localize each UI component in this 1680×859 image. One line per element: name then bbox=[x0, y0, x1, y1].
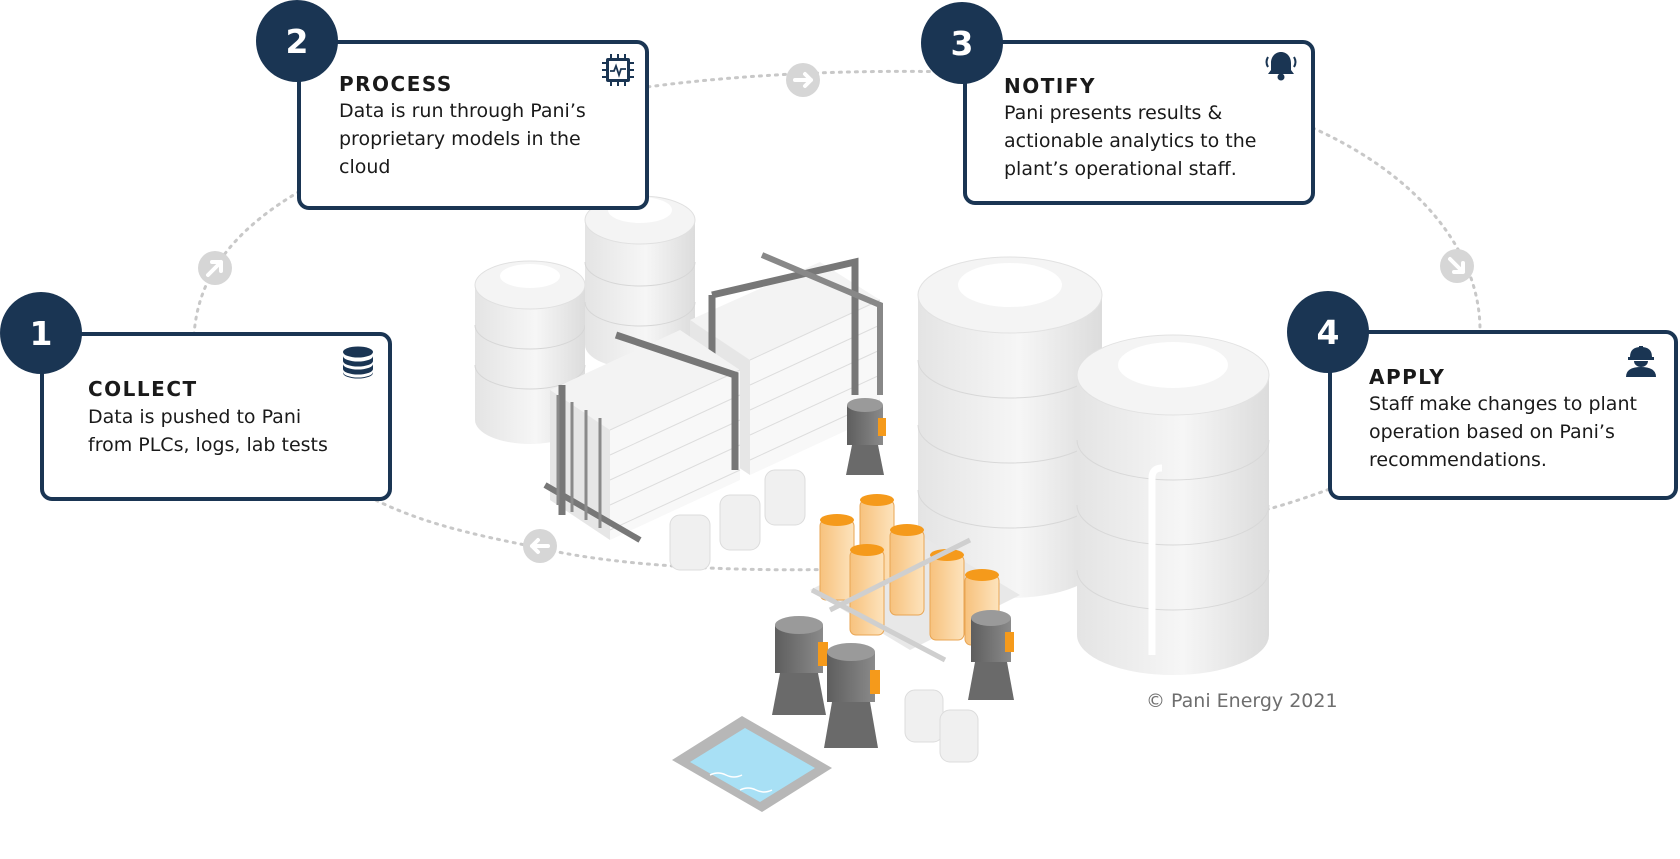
step-description-notify: Pani presents results & actionable analy… bbox=[1004, 99, 1256, 183]
processor-chip-icon bbox=[602, 54, 634, 86]
storage-tank-large bbox=[917, 256, 1103, 598]
step-number-badge: 2 bbox=[256, 0, 338, 82]
description-line: proprietary models in the bbox=[339, 128, 581, 150]
pump-middle bbox=[824, 643, 880, 748]
dosing-tanks bbox=[669, 469, 979, 763]
description-line: from PLCs, logs, lab tests bbox=[88, 434, 328, 456]
step-title-apply: APPLY bbox=[1369, 365, 1446, 389]
copyright-notice: © Pani Energy 2021 bbox=[1146, 690, 1338, 712]
storage-tank-largest bbox=[1076, 334, 1270, 675]
description-line: cloud bbox=[339, 156, 391, 178]
arrow-northeast-icon bbox=[198, 251, 232, 285]
ro-rack-front bbox=[543, 330, 741, 543]
description-line: plant’s operational staff. bbox=[1004, 158, 1237, 180]
step-card-process bbox=[297, 40, 649, 210]
step-description-apply: Staff make changes to plant operation ba… bbox=[1369, 390, 1637, 474]
step-number-badge: 4 bbox=[1287, 291, 1369, 373]
step-title-collect: COLLECT bbox=[88, 377, 198, 401]
step-card-collect bbox=[40, 332, 392, 501]
bell-icon bbox=[1265, 52, 1297, 81]
description-line: Staff make changes to plant bbox=[1369, 393, 1637, 415]
pump-left bbox=[772, 616, 828, 715]
database-icon bbox=[343, 346, 373, 379]
pump-back bbox=[846, 398, 886, 475]
step-card-apply bbox=[1328, 330, 1678, 500]
step-number-badge: 3 bbox=[921, 2, 1003, 84]
step-description-process: Data is run through Pani’s proprietary m… bbox=[339, 97, 586, 181]
pump-right bbox=[968, 610, 1014, 700]
description-line: Pani presents results & bbox=[1004, 102, 1223, 124]
description-line: Data is pushed to Pani bbox=[88, 406, 302, 428]
arrow-right-icon bbox=[786, 63, 820, 97]
description-line: Data is run through Pani’s bbox=[339, 100, 586, 122]
step-title-process: PROCESS bbox=[339, 72, 453, 96]
step-card-notify bbox=[963, 40, 1315, 205]
intake-basin bbox=[672, 716, 832, 812]
step-title-notify: NOTIFY bbox=[1004, 74, 1096, 98]
step-description-collect: Data is pushed to Pani from PLCs, logs, … bbox=[88, 403, 328, 459]
description-line: actionable analytics to the bbox=[1004, 130, 1257, 152]
description-line: recommendations. bbox=[1369, 449, 1547, 471]
worker-hardhat-icon bbox=[1626, 346, 1656, 377]
arrow-southeast-icon bbox=[1440, 249, 1474, 283]
arrow-left-icon bbox=[523, 529, 557, 563]
step-number-badge: 1 bbox=[0, 292, 82, 374]
storage-tank-back bbox=[584, 195, 696, 369]
description-line: operation based on Pani’s bbox=[1369, 421, 1615, 443]
